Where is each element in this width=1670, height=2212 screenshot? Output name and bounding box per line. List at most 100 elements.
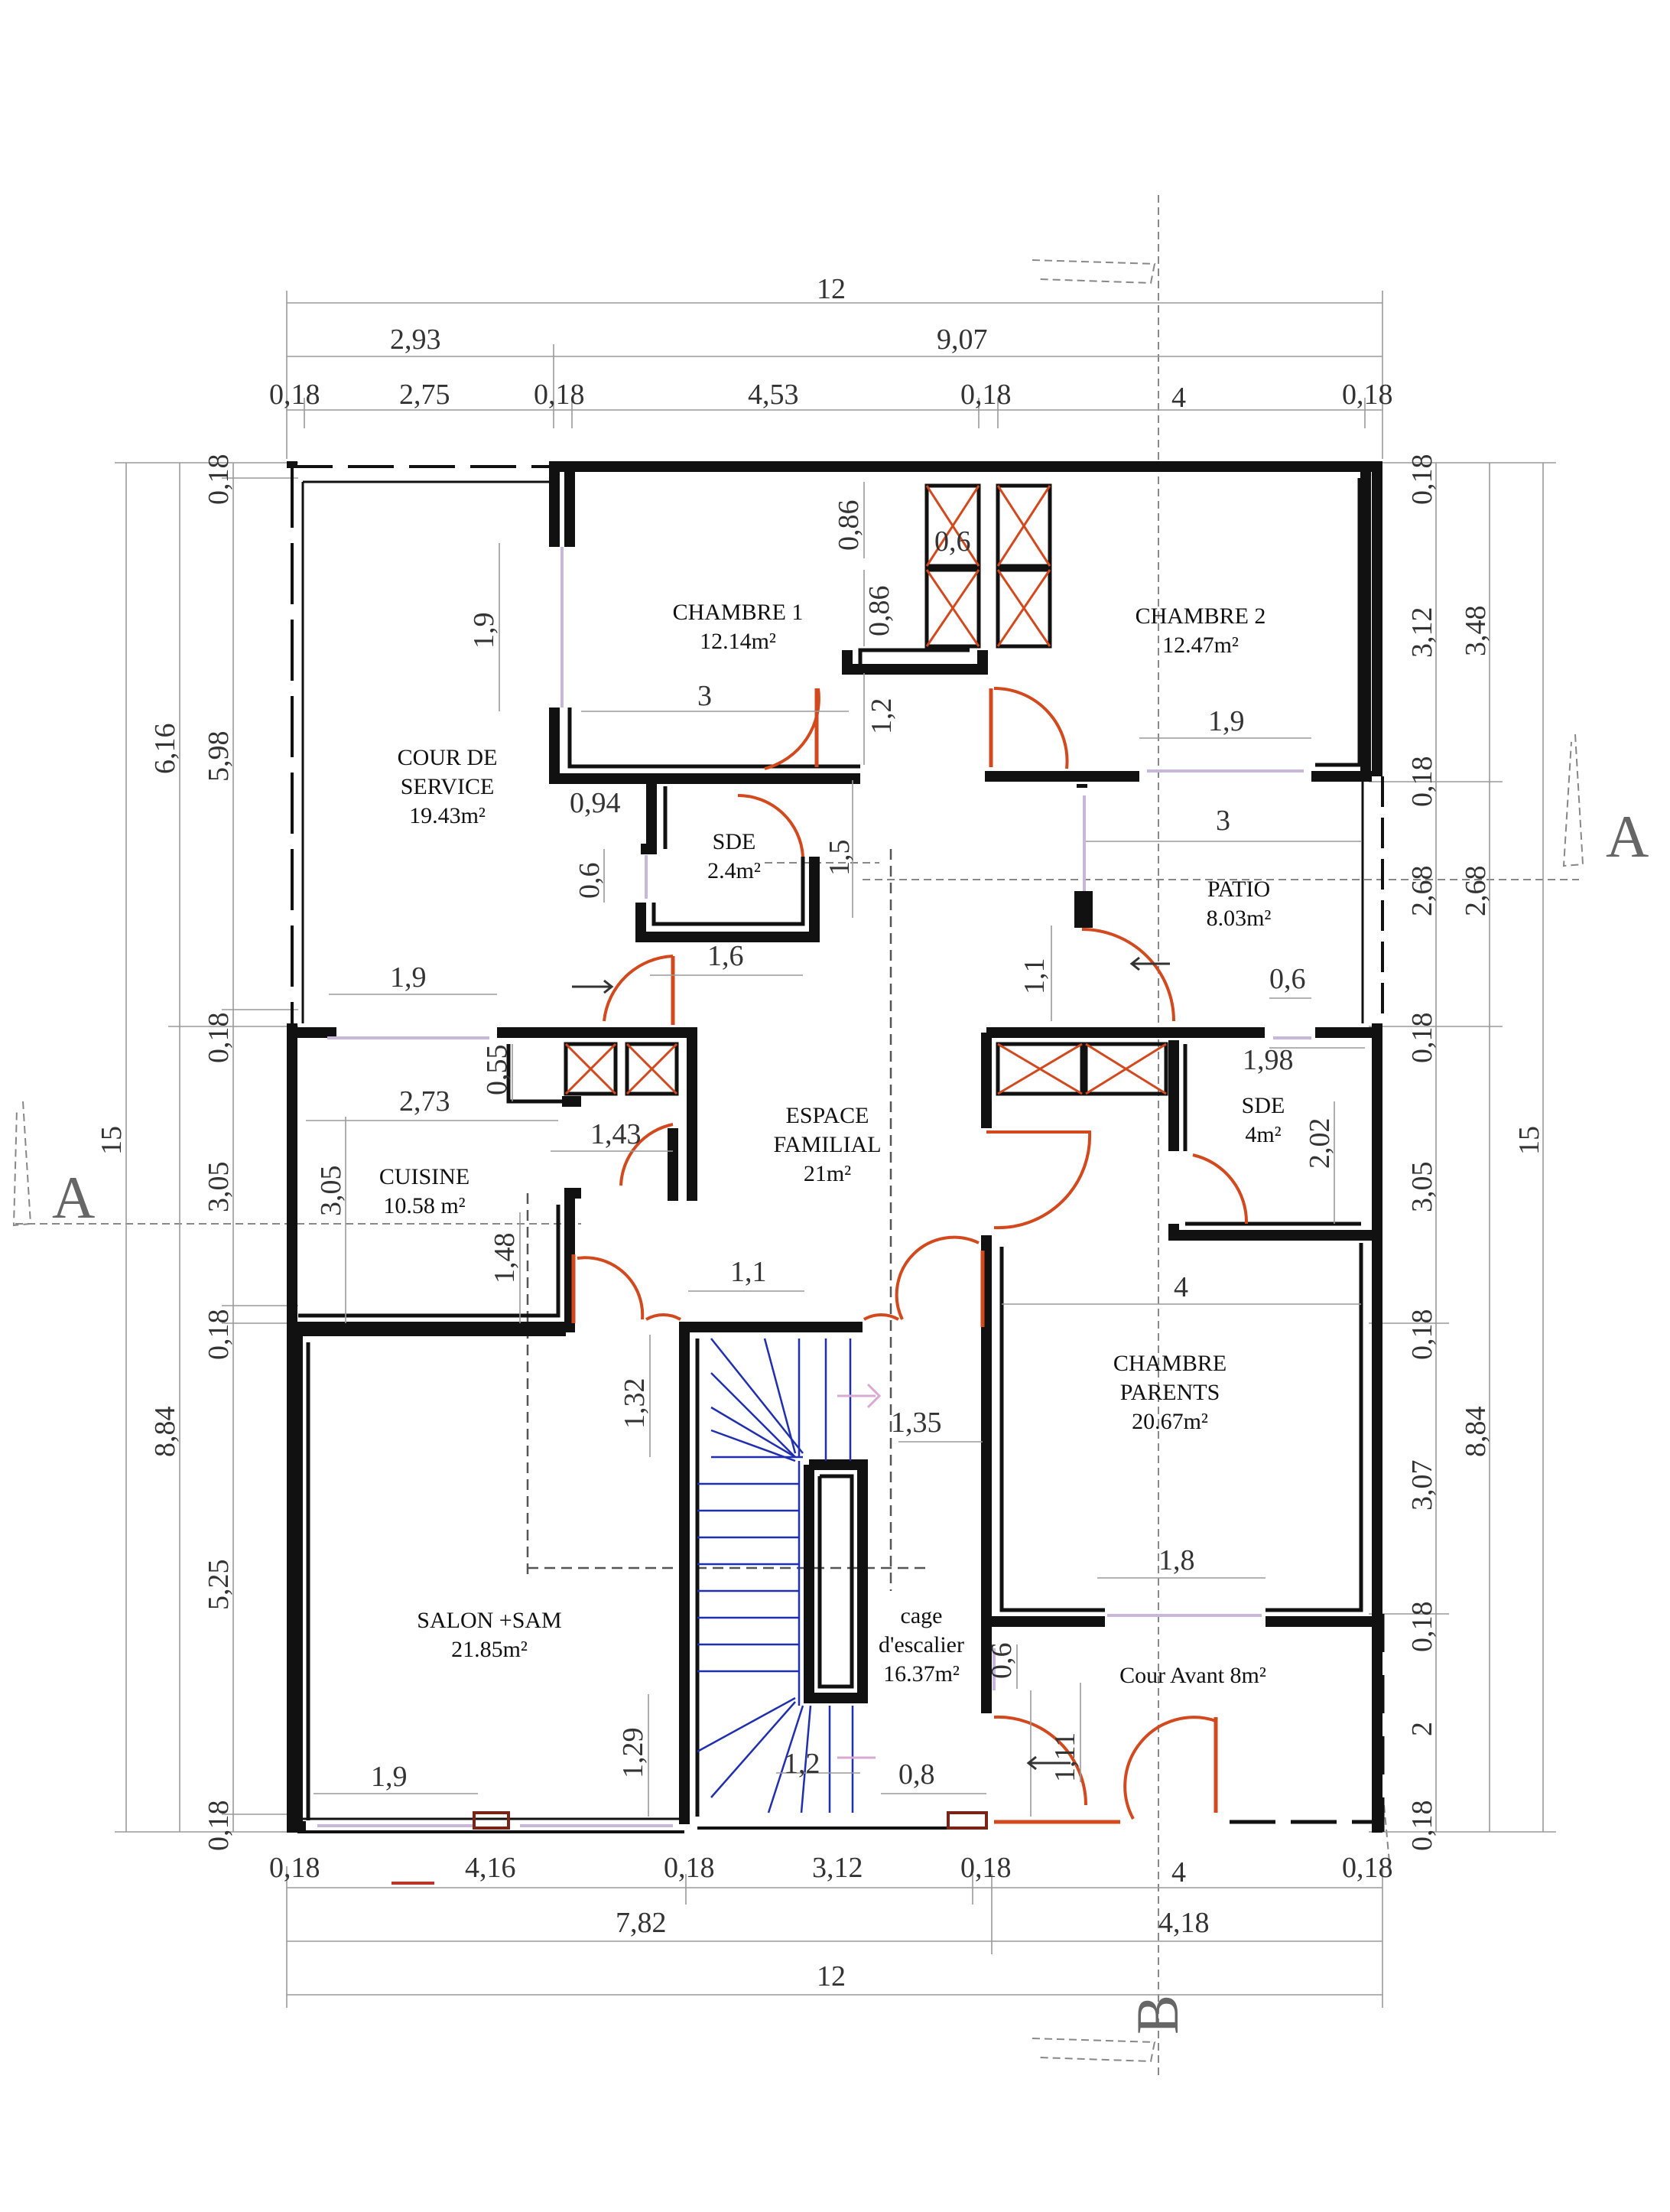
dim-0-94: 0,94 (570, 787, 621, 819)
room-cuisine-name: CUISINE (379, 1164, 469, 1189)
dim-top-chain-2: 0,18 (534, 379, 585, 411)
dim-1-8: 1,8 (1158, 1544, 1195, 1576)
room-labels: CHAMBRE 1 12.14m² CHAMBRE 2 12.47m² COUR… (379, 600, 1285, 1688)
dim-0-6a: 0,6 (934, 525, 971, 558)
dim-right-mid-1: 2,68 (1460, 866, 1492, 917)
dimensions-top (286, 291, 1383, 459)
dim-right-chain-0: 0,18 (1406, 454, 1438, 506)
dim-right-outer: 15 (1513, 1126, 1545, 1155)
room-sde1-name: SDE (713, 829, 756, 854)
dim-left-chain-4: 0,18 (203, 1309, 235, 1361)
dim-2-73: 2,73 (399, 1085, 450, 1117)
dim-right-chain-8: 0,18 (1406, 1602, 1438, 1653)
dim-bottom-chain-5: 4 (1171, 1856, 1186, 1888)
dim-bottom-mid-right: 4,18 (1158, 1907, 1210, 1939)
dim-1-2a: 1,2 (866, 698, 898, 735)
section-mark-a-right: A (1606, 803, 1649, 870)
dimensions-left (115, 462, 298, 1833)
dim-right-mid-2: 8,84 (1460, 1407, 1492, 1458)
dim-1-5: 1,5 (824, 840, 856, 877)
room-escalier-name1: cage (901, 1603, 943, 1628)
section-mark-b: B (1124, 1995, 1191, 2035)
dim-bottom-chain-0: 0,18 (269, 1852, 320, 1884)
dim-bottom-chain-1: 4,16 (465, 1852, 516, 1884)
dim-1-9b: 1,9 (1208, 705, 1245, 737)
dim-1-1b: 1,1 (730, 1256, 767, 1288)
dim-top-right: 9,07 (937, 324, 988, 356)
dim-right-chain-2: 0,18 (1406, 756, 1438, 808)
room-escalier-area: 16.37m² (883, 1661, 960, 1687)
dim-2-02: 2,02 (1304, 1118, 1336, 1169)
room-sde2-name: SDE (1242, 1093, 1285, 1118)
room-salon-name: SALON +SAM (417, 1608, 561, 1633)
walls (287, 461, 1385, 1833)
dim-1-35: 1,35 (891, 1407, 942, 1439)
room-espace-name2: FAMILIAL (773, 1132, 881, 1157)
dim-top-chain-6: 0,18 (1342, 379, 1393, 411)
dim-top-total: 12 (817, 273, 846, 305)
dim-1-2b: 1,2 (784, 1748, 820, 1780)
room-chambre1-name: CHAMBRE 1 (673, 600, 804, 625)
dim-right-chain-4: 0,18 (1406, 1013, 1438, 1064)
dim-bottom-chain-3: 3,12 (812, 1852, 863, 1884)
dim-left-chain-1: 5,98 (203, 731, 235, 782)
dim-left-chain-6: 0,18 (203, 1801, 235, 1852)
dim-bottom-chain-6: 0,18 (1342, 1852, 1393, 1884)
room-espace-name1: ESPACE (786, 1103, 869, 1128)
room-cour-service-area: 19.43m² (409, 803, 486, 828)
dim-1-32: 1,32 (619, 1378, 651, 1430)
room-patio-name: PATIO (1207, 877, 1270, 902)
dim-bottom-mid-left: 7,82 (616, 1907, 667, 1939)
dim-1-29: 1,29 (617, 1728, 649, 1779)
room-cour-avant-name: Cour Avant 8m² (1119, 1663, 1266, 1688)
room-salon-area: 21.85m² (451, 1637, 528, 1662)
dim-left-mid-1: 8,84 (149, 1407, 181, 1458)
dim-3-05: 3,05 (315, 1166, 347, 1217)
stairs (697, 1338, 882, 1814)
dim-4: 4 (1174, 1271, 1188, 1303)
dim-right-mid-0: 3,48 (1460, 606, 1492, 657)
dim-0-6b: 0,6 (573, 863, 606, 899)
section-mark-a-left: A (52, 1164, 95, 1231)
room-escalier-name2: d'escalier (879, 1632, 964, 1657)
dim-bottom-total: 12 (817, 1960, 846, 1992)
dim-left-mid-0: 6,16 (149, 724, 181, 775)
dim-1-6: 1,6 (707, 940, 744, 972)
dim-right-chain-1: 3,12 (1406, 607, 1438, 659)
dim-1-1a: 1,1 (1019, 958, 1051, 995)
dim-right-chain-6: 0,18 (1406, 1309, 1438, 1361)
dim-1-9a: 1,9 (468, 613, 500, 649)
room-cuisine-area: 10.58 m² (383, 1193, 465, 1218)
room-chambre2-area: 12.47m² (1162, 633, 1239, 658)
room-sde2-area: 4m² (1245, 1122, 1281, 1147)
dim-left-outer: 15 (96, 1126, 128, 1155)
dim-1-9d: 1,9 (371, 1761, 408, 1793)
dimensions-bottom (286, 1866, 1383, 2008)
room-cour-service-name1: COUR DE (398, 745, 498, 770)
dim-left-chain-0: 0,18 (203, 454, 235, 506)
dim-top-left: 2,93 (390, 324, 441, 356)
dim-3a: 3 (697, 680, 712, 712)
shafts (564, 483, 1168, 1096)
dim-right-chain-7: 3,07 (1406, 1460, 1438, 1511)
dim-0-6d: 0,6 (986, 1643, 1018, 1680)
dim-1-48: 1,48 (489, 1233, 521, 1284)
dim-left-chain-2: 0,18 (203, 1013, 235, 1064)
doors (473, 686, 1249, 1830)
room-sde1-area: 2.4m² (707, 858, 761, 883)
dim-1-9c: 1,9 (390, 961, 427, 994)
room-parents-area: 20.67m² (1132, 1409, 1208, 1434)
room-cour-service-name2: SERVICE (401, 774, 495, 799)
dim-right-chain-5: 3,05 (1406, 1162, 1438, 1213)
room-chambre2-name: CHAMBRE 2 (1136, 603, 1266, 629)
room-espace-area: 21m² (804, 1161, 851, 1186)
room-chambre1-area: 12.14m² (700, 629, 776, 654)
dim-right-chain-3: 2,68 (1406, 866, 1438, 917)
dim-left-chain-5: 5,25 (203, 1560, 235, 1611)
dim-1-43: 1,43 (590, 1118, 642, 1150)
dim-top-chain-0: 0,18 (269, 379, 320, 411)
dim-1-11: 1,11 (1049, 1732, 1081, 1782)
dim-bottom-chain-4: 0,18 (960, 1852, 1012, 1884)
dim-right-chain-10: 0,18 (1406, 1801, 1438, 1852)
